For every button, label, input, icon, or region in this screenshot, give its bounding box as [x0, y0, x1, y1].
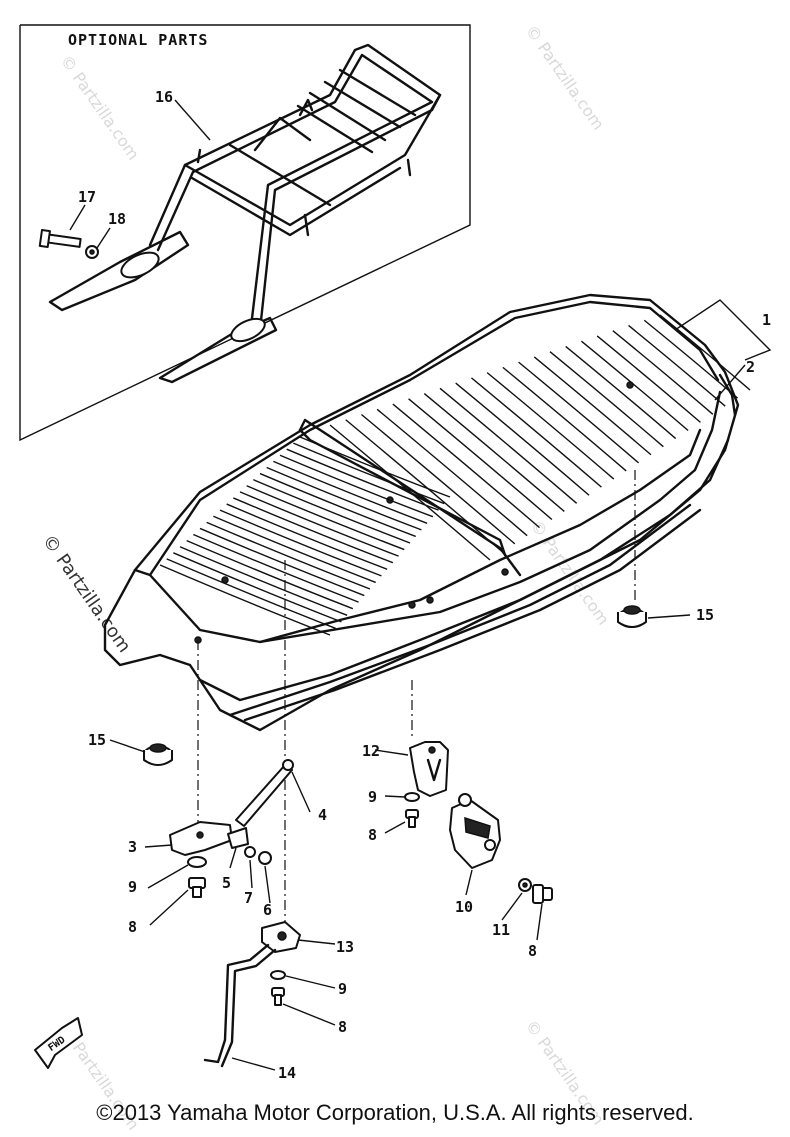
seat-pleat: [408, 398, 553, 521]
bracket-13-assembly: [261, 921, 301, 1006]
seat-pleat: [533, 356, 652, 456]
seat-pleat: [628, 324, 726, 407]
seat-pleat: [173, 552, 342, 623]
hinge-assembly: [169, 759, 294, 898]
seat-pleat: [186, 539, 354, 610]
seat-pleat: [266, 466, 422, 531]
seat-pleat: [470, 377, 602, 488]
seat-pleat: [213, 515, 376, 584]
seat-pleat: [345, 419, 503, 553]
seat-pleat: [580, 340, 689, 432]
seat-pleat: [279, 454, 434, 518]
seat-assembly: [103, 293, 740, 732]
bracket-12: [409, 741, 449, 797]
callout-11: 11: [492, 921, 510, 939]
seat-pleat: [329, 424, 491, 561]
seat-pleat: [206, 521, 371, 590]
callout-18: 18: [108, 210, 126, 228]
damper-15-left: [143, 743, 173, 766]
callout-12: 12: [362, 742, 380, 760]
callout-2: 2: [746, 358, 755, 376]
seat-pleat: [518, 361, 640, 464]
seat-pleat: [259, 472, 416, 538]
callout-6: 6: [263, 901, 272, 919]
seat-pleat: [226, 503, 388, 570]
fwd-arrow: FWD: [34, 1017, 83, 1069]
callout-4: 4: [318, 806, 327, 824]
seat-pleat: [439, 387, 578, 504]
seat-pleat: [486, 372, 615, 480]
callout-9-mid: 9: [368, 788, 377, 806]
watermark-2: © Partzilla.com: [522, 21, 608, 133]
seat-pleat: [253, 479, 411, 544]
seat-pleat: [643, 319, 739, 399]
seat-rod-14: [203, 943, 277, 1068]
seat-pleat: [166, 558, 336, 630]
callout-15-right: 15: [696, 606, 714, 624]
seat-pleat: [565, 345, 677, 440]
callout-15-left: 15: [88, 731, 106, 749]
callout-17: 17: [78, 188, 96, 206]
seat-pleat: [286, 448, 439, 511]
callout-7: 7: [244, 889, 253, 907]
seat-pleat: [159, 564, 331, 636]
seat-pleat: [239, 491, 399, 557]
callout-8-right: 8: [528, 942, 537, 960]
watermark-6: © Partzilla.com: [38, 531, 135, 657]
callout-13: 13: [336, 938, 354, 956]
seat-pleat: [273, 460, 428, 524]
callout-14: 14: [278, 1064, 296, 1082]
watermark-1: © Partzilla.com: [57, 51, 143, 163]
callout-9-low: 9: [338, 980, 347, 998]
callout-9-left: 9: [128, 878, 137, 896]
seat-pleat: [299, 436, 451, 498]
seat-pleat: [246, 485, 405, 551]
seat-pleat: [455, 382, 590, 496]
seat-pleat: [659, 314, 751, 391]
bolt-and-washer-17-18: [38, 228, 99, 259]
seat-pleat: [612, 330, 714, 415]
seat-pleat: [392, 403, 540, 529]
seat-pleat: [502, 366, 627, 472]
seat-lock-10: [449, 793, 501, 869]
seat-pleat: [233, 497, 394, 564]
leader-lines: [69, 99, 772, 1071]
seat-pleat: [549, 351, 664, 448]
watermarks: © Partzilla.com © Partzilla.com © Partzi…: [38, 21, 613, 1133]
seat-pleat: [193, 533, 359, 603]
luggage-carrier: [48, 43, 442, 384]
seat-pleat: [360, 413, 516, 545]
seat-pleat: [219, 509, 382, 577]
callout-8-left: 8: [128, 918, 137, 936]
callout-5: 5: [222, 874, 231, 892]
seat-pleat: [376, 408, 528, 537]
washer-9-bolt-8-mid: [404, 792, 420, 828]
copyright-notice: ©2013 Yamaha Motor Corporation, U.S.A. A…: [96, 1100, 694, 1125]
center-lines: [197, 470, 636, 935]
seat-pleat: [293, 442, 445, 505]
callout-8-low: 8: [338, 1018, 347, 1036]
seat-pleat: [423, 393, 565, 512]
seat-pleat: [199, 527, 365, 597]
callout-16: 16: [155, 88, 173, 106]
seat-pleat: [596, 335, 701, 423]
damper-15-right: [617, 605, 647, 628]
callout-3: 3: [128, 838, 137, 856]
washer-11-bolt-8: [518, 878, 553, 904]
seat-pleat: [179, 546, 348, 616]
callout-8-mid: 8: [368, 826, 377, 844]
callout-1: 1: [762, 311, 771, 329]
callouts: 1 2 3 4 5 6 7 8 8 8 8 9 9 9 10 11 12 13 …: [78, 88, 771, 1082]
optional-parts-box: OPTIONAL PARTS: [19, 24, 471, 442]
seat-pleats: [159, 314, 751, 636]
callout-10: 10: [455, 898, 473, 916]
optional-parts-title: OPTIONAL PARTS: [68, 31, 208, 49]
